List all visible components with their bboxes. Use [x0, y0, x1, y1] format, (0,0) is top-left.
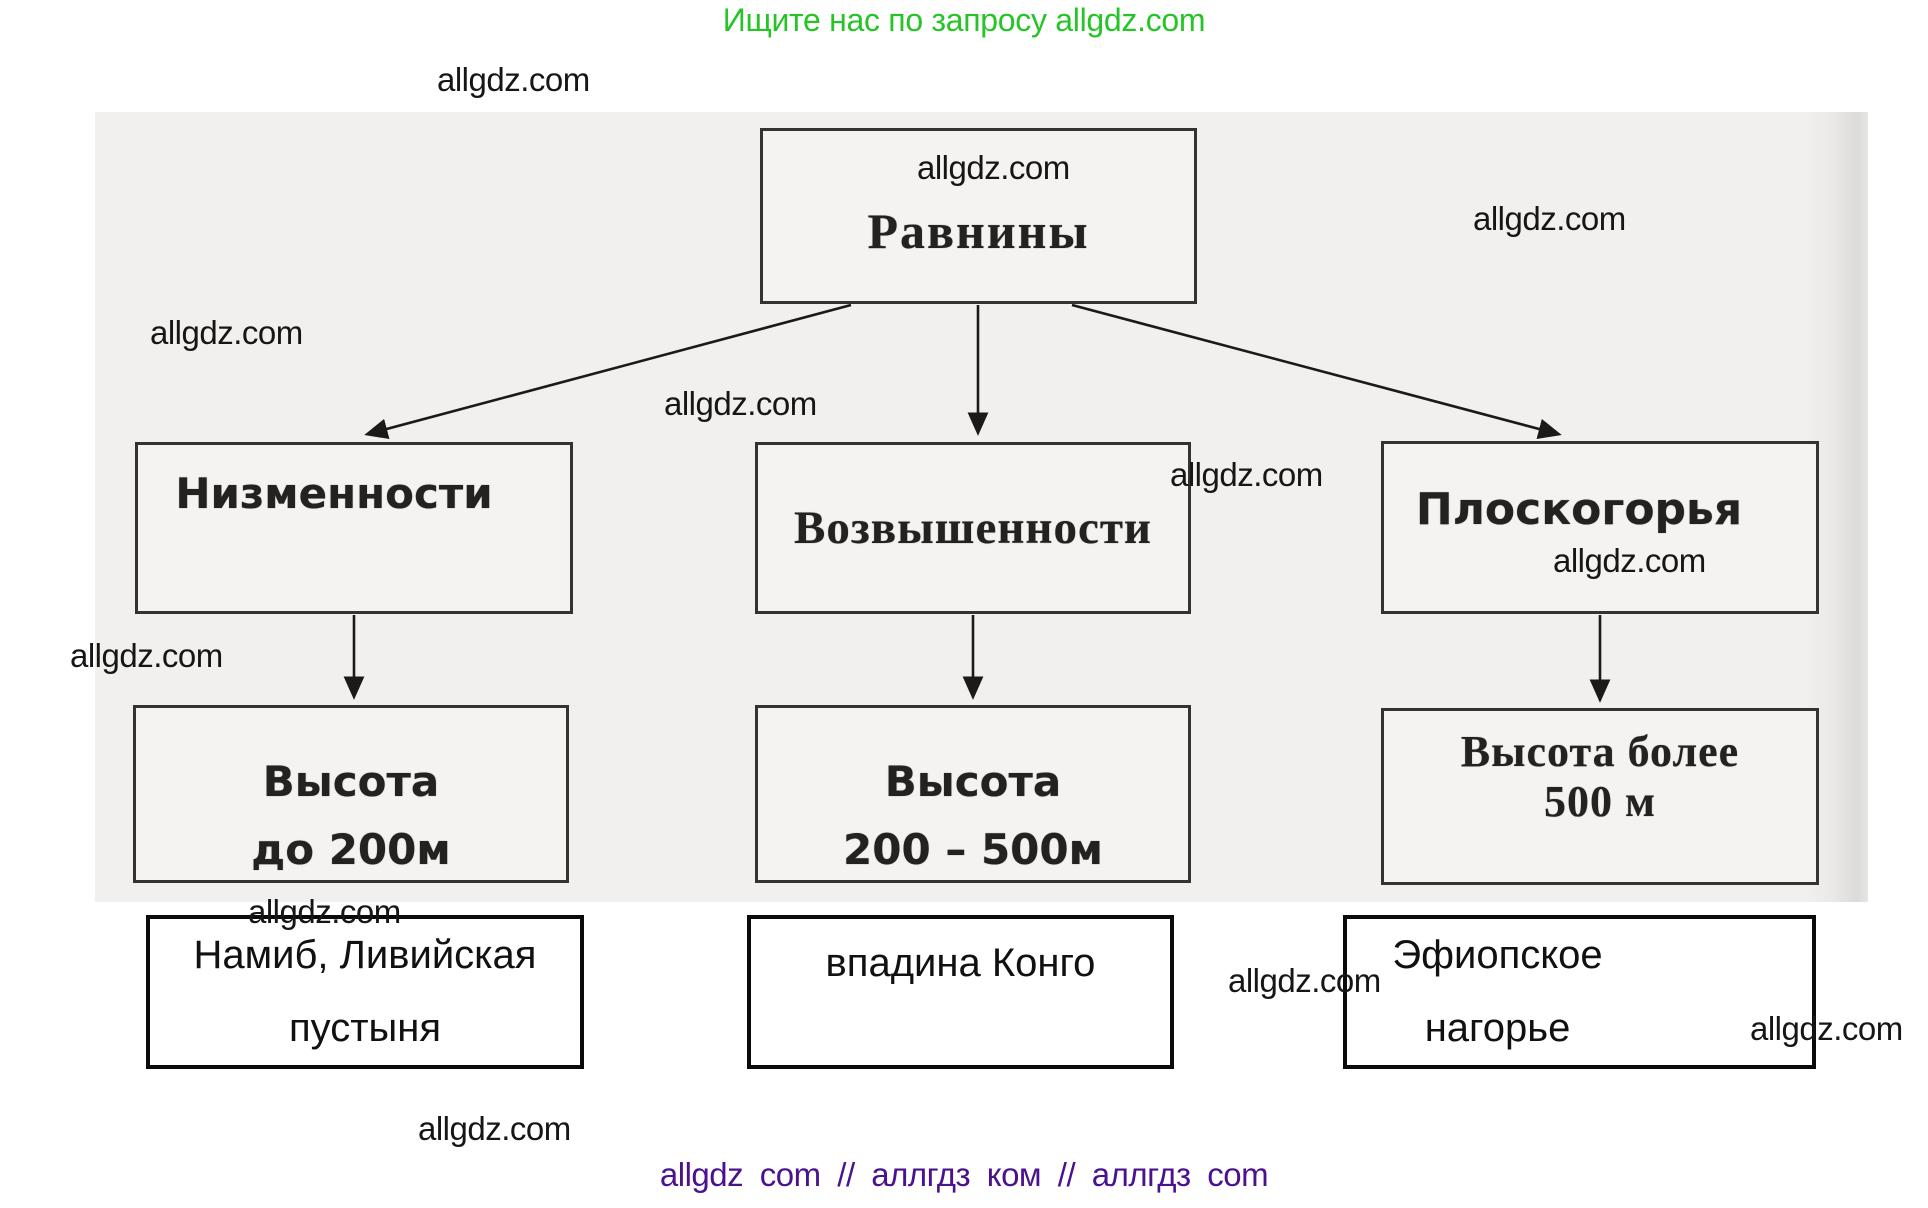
watermark-text: allgdz.com: [1473, 200, 1626, 237]
box-ravniny-label: Равнины: [867, 203, 1090, 259]
box-congo-basin: впадина Конго: [747, 915, 1174, 1069]
box-ravniny: Равнины: [760, 128, 1197, 304]
box-nizmennosti: Низменности: [135, 442, 573, 614]
watermark-text: allgdz.com: [70, 637, 223, 674]
vysota-line-1: Высота более: [1460, 727, 1740, 777]
box-vysota-200-500: Высота 200 – 500м: [755, 705, 1191, 883]
example-line-1: Намиб, Ливийская: [193, 933, 537, 978]
example-line-1: впадина Конго: [825, 941, 1096, 985]
box-ploskogorya: Плоскогорья: [1381, 441, 1819, 614]
example-line-2: нагорье: [1424, 1006, 1571, 1050]
vysota-line-1: Высота: [262, 757, 440, 806]
watermark-text: allgdz.com: [1228, 962, 1381, 999]
box-nizmennosti-label: Низменности: [175, 469, 493, 518]
promo-header-text: Ищите нас по запросу allgdz.com: [722, 2, 1206, 38]
box-ethiopian-highlands: Эфиопское нагорье: [1343, 915, 1816, 1069]
box-vysota-bolee-500: Высота более 500 м: [1381, 708, 1819, 885]
watermark-text: allgdz.com: [248, 893, 401, 930]
vysota-line-2: 500 м: [1544, 776, 1656, 826]
box-vysota-do-200: Высота до 200м: [133, 705, 569, 883]
box-namib-libyan-desert: Намиб, Ливийская пустыня: [146, 915, 584, 1069]
watermark-text: allgdz.com: [150, 314, 303, 351]
watermark-text: allgdz.com: [437, 61, 590, 98]
example-line-2: пустыня: [288, 1006, 442, 1050]
example-line-1: Эфиопское: [1392, 933, 1603, 978]
promo-footer-text: allgdz com // аллгдз ком // аллгдз com: [659, 1156, 1269, 1193]
watermark-text: allgdz.com: [418, 1110, 571, 1147]
box-ploskogorya-label: Плоскогорья: [1415, 484, 1743, 535]
watermark-text: allgdz.com: [1553, 542, 1706, 579]
box-vozvyshennosti: Возвышенности: [755, 442, 1191, 614]
vysota-line-1: Высота: [884, 757, 1062, 806]
box-vozvyshennosti-label: Возвышенности: [793, 502, 1153, 554]
vysota-line-2: 200 – 500м: [843, 825, 1103, 875]
watermark-text: allgdz.com: [917, 149, 1070, 186]
watermark-text: allgdz.com: [1170, 456, 1323, 493]
watermark-text: allgdz.com: [1750, 1010, 1903, 1047]
vysota-line-2: до 200м: [251, 825, 451, 875]
watermark-text: allgdz.com: [664, 385, 817, 422]
